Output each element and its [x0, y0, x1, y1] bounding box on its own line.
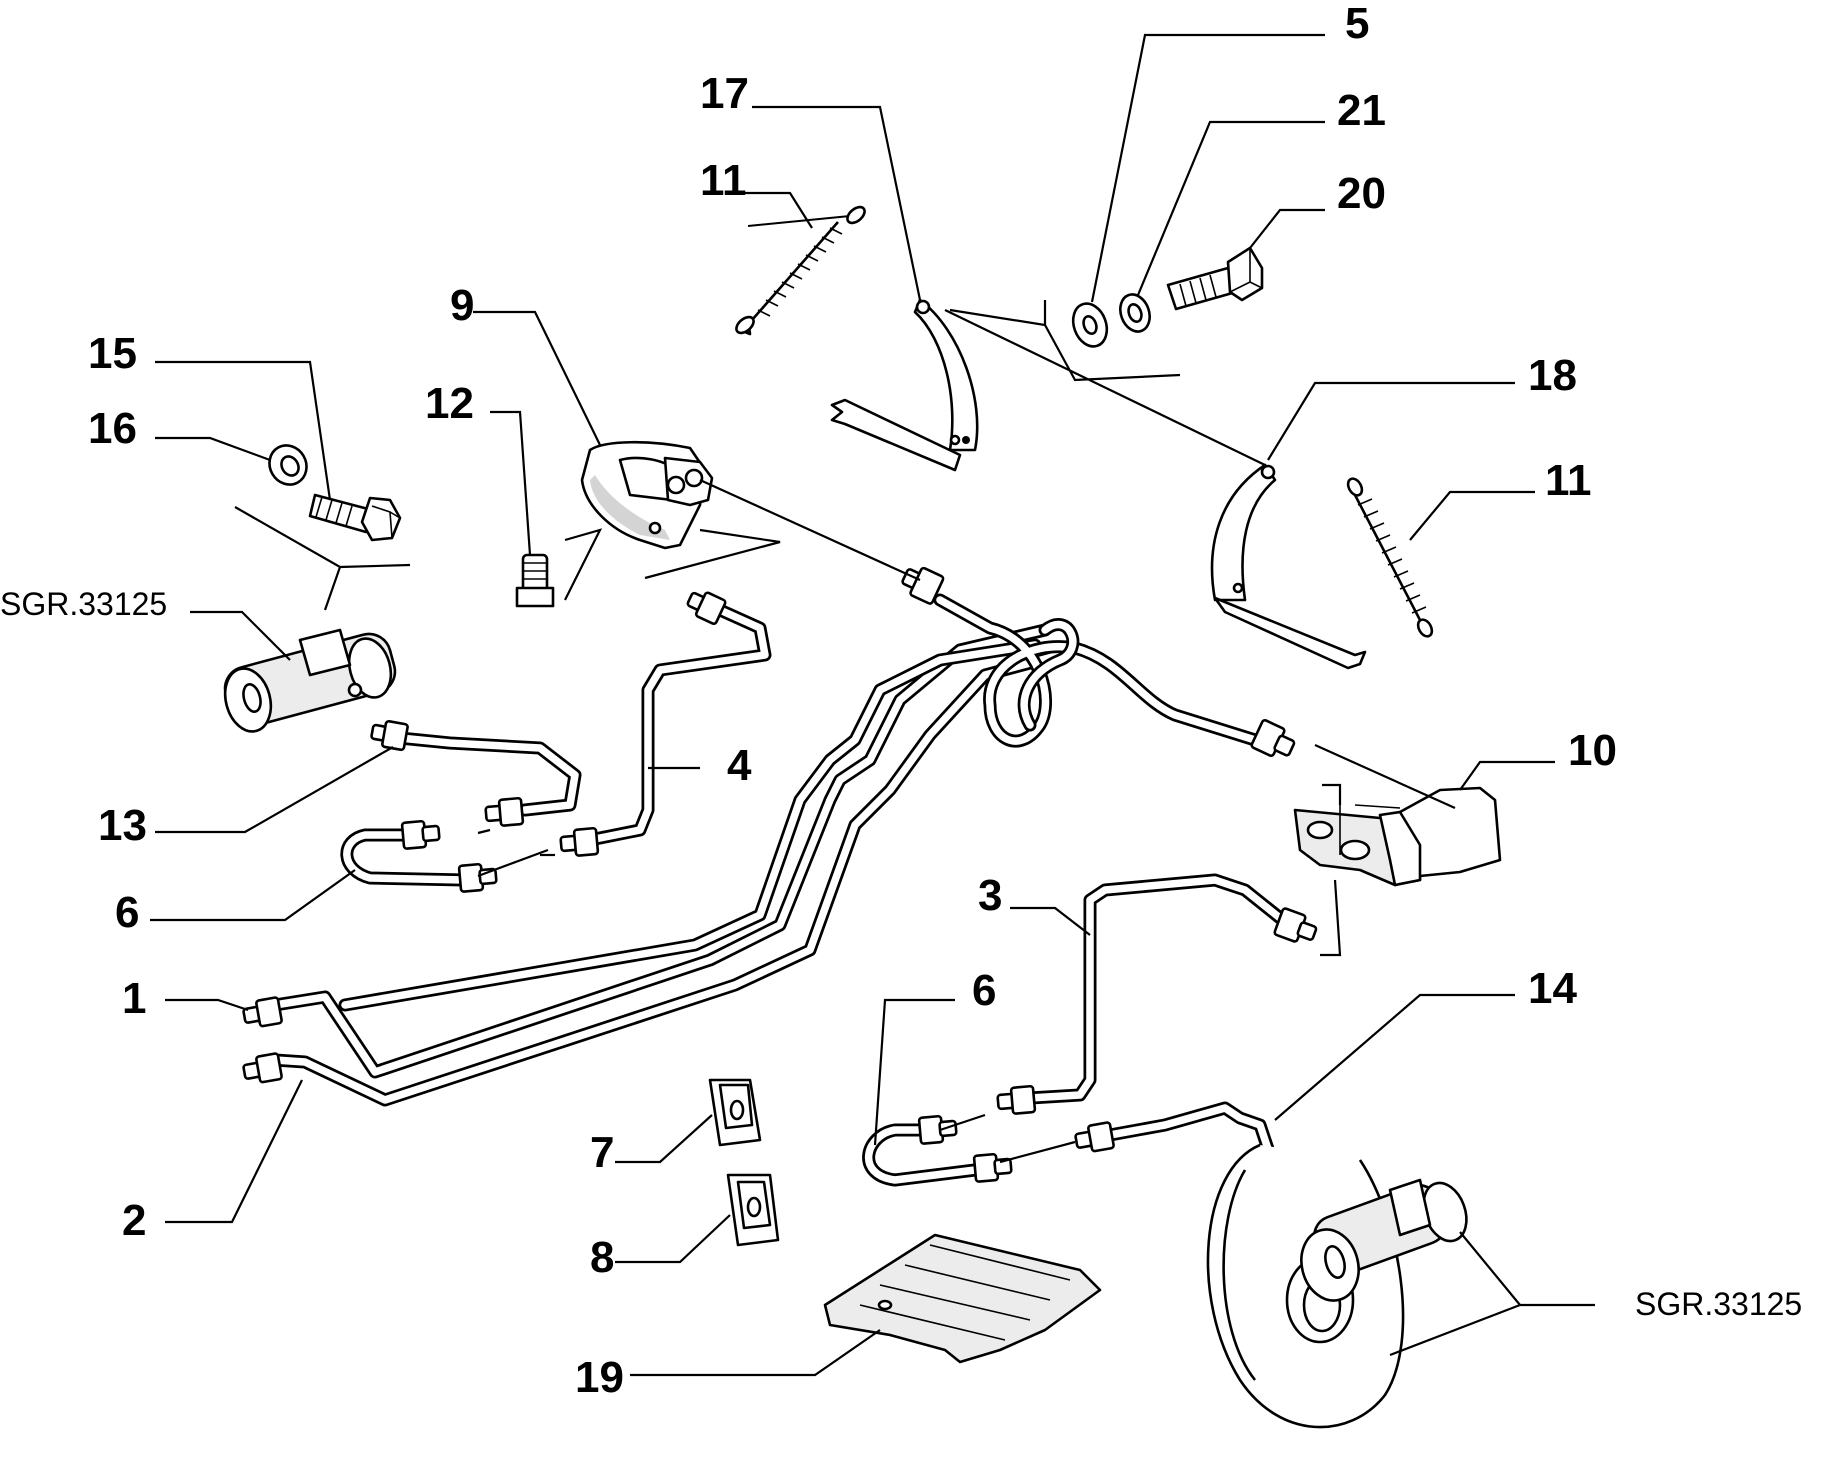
callout-12: 12 — [425, 379, 474, 428]
pipe-main-3 — [338, 638, 1042, 1012]
heat-shield-19-icon — [823, 1233, 1102, 1364]
callout-7: 7 — [590, 1128, 614, 1177]
fitting-pipe-3-right — [1273, 907, 1318, 943]
lever-arm-17-icon — [830, 298, 979, 472]
fitting-pipe-1-end — [242, 996, 283, 1028]
bolt-20-icon — [1166, 246, 1264, 311]
reference-sgr-left: SGR.33125 — [0, 586, 167, 622]
callout-18: 18 — [1528, 351, 1577, 400]
clip-8-icon — [726, 1173, 780, 1247]
callout-4: 4 — [727, 741, 752, 790]
callout-16: 16 — [88, 404, 137, 453]
fitting-pipe-13-left — [370, 719, 409, 752]
callout-17: 17 — [700, 69, 749, 118]
clip-7-icon — [708, 1078, 762, 1147]
regulator-valve-10-icon — [1293, 786, 1502, 887]
fitting-right-top — [1250, 719, 1296, 757]
callout-10: 10 — [1568, 726, 1617, 775]
brake-pipes — [268, 593, 1332, 1187]
fitting-pipe-3-left — [996, 1084, 1037, 1115]
fitting-pipe-4-top — [686, 591, 727, 626]
callout-1: 1 — [122, 974, 146, 1023]
pipe-fittings — [242, 566, 1359, 1192]
fitting-pipe-4-bottom — [559, 826, 600, 857]
callout-2: 2 — [122, 1196, 146, 1245]
washer-5-icon — [1071, 302, 1109, 348]
callout-19: 19 — [575, 1353, 624, 1402]
callout-21: 21 — [1337, 86, 1386, 135]
washer-16-icon — [268, 444, 308, 486]
fitting-pipe-14-left — [1074, 1121, 1115, 1153]
callout-6-upper: 6 — [115, 888, 139, 937]
fitting-pipe-6-upper-b — [457, 862, 498, 893]
fitting-pipe-13-right — [484, 796, 525, 827]
fitting-upper-centre — [901, 566, 945, 605]
reference-sgr-right: SGR.33125 — [1635, 1286, 1802, 1322]
callout-5: 5 — [1345, 0, 1369, 48]
fitting-pipe-6-upper-a — [400, 819, 441, 850]
fitting-pipe-6-lower-a — [917, 1114, 958, 1145]
fitting-pipe-2-end — [242, 1052, 283, 1084]
lever-arm-18-icon — [1210, 463, 1367, 670]
callout-20: 20 — [1337, 169, 1386, 218]
spring-11-upper-icon — [735, 205, 866, 336]
pipe-4 — [583, 603, 772, 847]
callout-labels: 1 2 3 4 5 6 6 7 8 9 10 11 11 12 13 14 15… — [0, 0, 1802, 1402]
spring-washer-21-icon — [1119, 293, 1151, 333]
callout-6-lower: 6 — [972, 966, 996, 1015]
brake-drum-right-icon — [1206, 1143, 1405, 1429]
leader-lines — [150, 33, 1595, 1377]
callout-11-right: 11 — [1545, 456, 1592, 505]
wheel-cylinder-left-icon — [223, 628, 397, 733]
pipe-3 — [1023, 873, 1287, 1105]
screw-12-icon — [515, 553, 555, 608]
callout-13: 13 — [98, 801, 147, 850]
callout-8: 8 — [590, 1233, 614, 1282]
bolt-15-icon — [308, 493, 402, 542]
spring-11-right-icon — [1346, 477, 1434, 638]
callout-9: 9 — [450, 281, 474, 330]
regulator-valve-9-icon — [580, 440, 714, 550]
callout-15: 15 — [88, 329, 137, 378]
callout-14: 14 — [1528, 964, 1577, 1013]
callout-3: 3 — [978, 871, 1002, 920]
callout-11-upper: 11 — [700, 156, 747, 205]
fitting-pipe-6-lower-b — [972, 1152, 1013, 1183]
wheel-cylinder-right-icon — [1300, 1178, 1468, 1302]
